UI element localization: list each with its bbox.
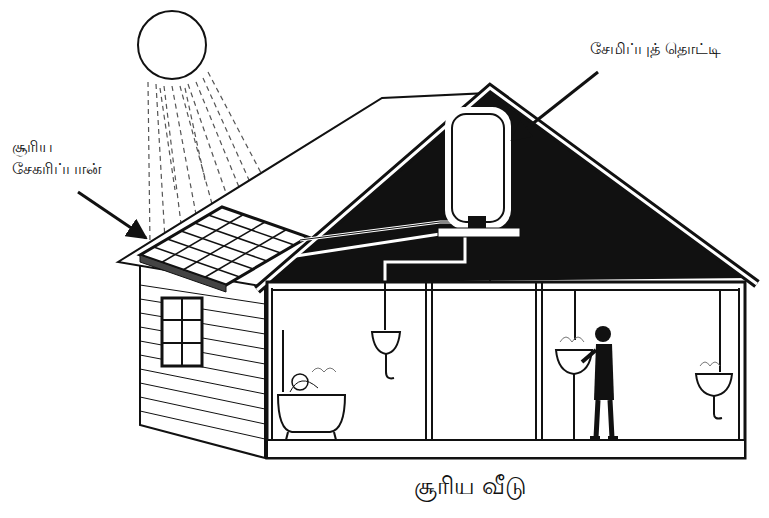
room-walls <box>272 282 739 440</box>
wall-sink <box>696 362 732 419</box>
bathtub <box>278 368 345 440</box>
front-wall <box>267 282 745 458</box>
roof-edge <box>257 88 757 290</box>
leader-arrow <box>512 72 598 140</box>
sun <box>138 11 206 79</box>
text-holder: சூரிய வீடு <box>414 470 527 502</box>
roof-edge <box>257 88 757 290</box>
text-holder: சூரிய சேகரிப்பான் <box>12 136 102 179</box>
water-pipes <box>283 237 720 392</box>
side-wall <box>140 265 265 458</box>
part-label: சேமிப்புத் தொட்டி <box>590 38 721 60</box>
pipes <box>300 222 452 240</box>
leader-arrow <box>78 192 146 238</box>
person-at-sink <box>556 326 618 440</box>
wash-basin <box>372 332 400 378</box>
part-label: சூரிய சேகரிப்பான் <box>12 136 102 179</box>
window <box>162 298 202 366</box>
attic <box>265 93 748 283</box>
floor <box>267 440 745 458</box>
clapboards <box>140 285 265 439</box>
storage-tank <box>438 108 520 237</box>
text-holder: சேமிப்புத் தொட்டி <box>590 38 721 60</box>
figure-caption: சூரிய வீடு <box>414 470 527 502</box>
